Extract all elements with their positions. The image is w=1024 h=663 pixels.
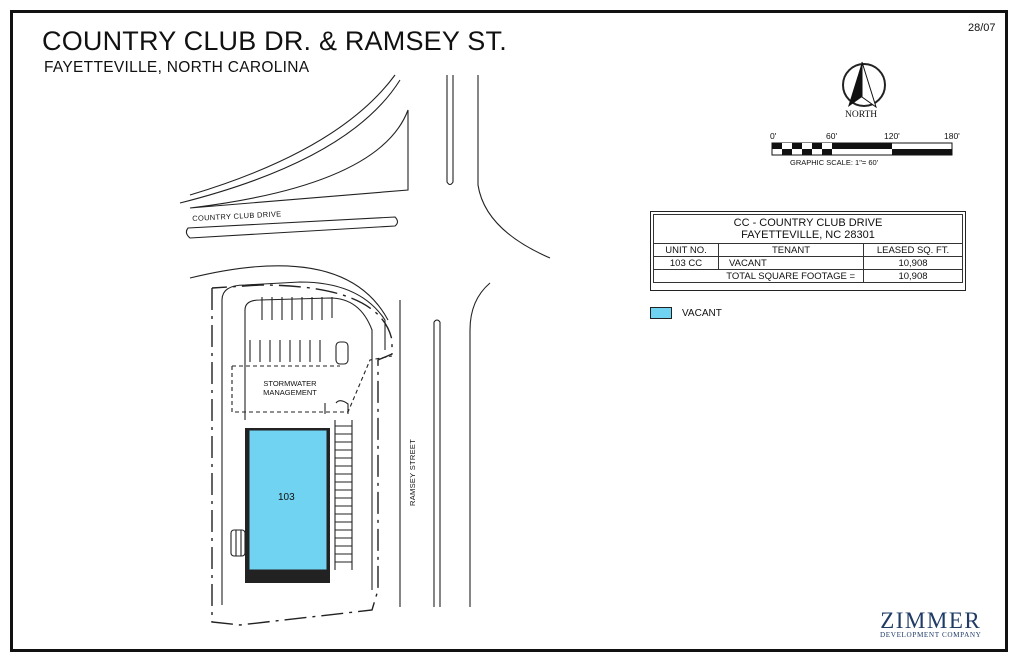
road-lower-west [189, 265, 389, 321]
total-value: 10,908 [863, 269, 963, 283]
col-unit-no: UNIT NO. [653, 243, 719, 257]
tenant-table: CC - COUNTRY CLUB DRIVE FAYETTEVILLE, NC… [650, 211, 966, 291]
road-curve-outer [179, 79, 401, 204]
page-subtitle: FAYETTEVILLE, NORTH CAROLINA [44, 59, 310, 76]
parking-stalls-top [249, 297, 349, 414]
country-club-median [185, 216, 399, 239]
unit-103-vacant [248, 429, 328, 571]
row-unit: 103 CC [653, 256, 719, 270]
stormwater-line1: STORMWATER [263, 379, 317, 388]
col-leased-sqft: LEASED SQ. FT. [863, 243, 963, 257]
road-curve-ne [477, 75, 551, 259]
parking-stalls-right [334, 420, 353, 570]
stormwater-line2: MANAGEMENT [263, 387, 317, 397]
logo-name: ZIMMER [880, 608, 982, 633]
legend: VACANT [650, 307, 722, 319]
road-curve-island [189, 109, 409, 209]
row-sqft: 10,908 [863, 256, 963, 270]
scale-tick-180: 180' [944, 131, 960, 141]
date-stamp: 28/07 [968, 22, 996, 34]
legend-label: VACANT [682, 307, 722, 319]
map-frame [10, 10, 1008, 652]
graphic-scale-bar [771, 142, 953, 156]
page-title: COUNTRY CLUB DR. & RAMSEY ST. [42, 26, 507, 56]
table-row: 103 CC VACANT 10,908 [653, 256, 963, 270]
scale-tick-60: 60' [826, 131, 838, 141]
site-drive [221, 281, 386, 605]
building-annex [230, 529, 246, 557]
row-tenant: VACANT [718, 256, 864, 270]
scale-tick-120: 120' [884, 131, 900, 141]
north-arrow-icon [842, 61, 886, 109]
ramsey-median-top [446, 75, 454, 186]
road-curve-sw [469, 282, 491, 607]
road-curve-inner [189, 74, 396, 196]
site-inner-drive [244, 297, 373, 590]
north-label: NORTH [845, 110, 878, 120]
ramsey-median-low [433, 319, 441, 607]
unit-103-label: 103 [278, 492, 295, 503]
logo-tagline: DEVELOPMENT COMPANY [880, 631, 982, 639]
property-boundary [211, 284, 393, 626]
road-label-ramsey: RAMSEY STREET [408, 438, 417, 506]
stormwater-label: STORMWATER MANAGEMENT [240, 379, 340, 397]
col-tenant: TENANT [718, 243, 864, 257]
table-title-line1: CC - COUNTRY CLUB DRIVE [733, 217, 883, 229]
total-label: TOTAL SQUARE FOOTAGE = [653, 269, 864, 283]
table-title-line2: FAYETTEVILLE, NC 28301 [741, 229, 875, 241]
legend-swatch [650, 307, 672, 319]
zimmer-logo: ZIMMER DEVELOPMENT COMPANY [880, 608, 982, 639]
scale-caption: GRAPHIC SCALE: 1"= 60' [790, 158, 879, 167]
scale-tick-0: 0' [770, 131, 777, 141]
table-header: CC - COUNTRY CLUB DRIVE FAYETTEVILLE, NC… [653, 214, 963, 244]
